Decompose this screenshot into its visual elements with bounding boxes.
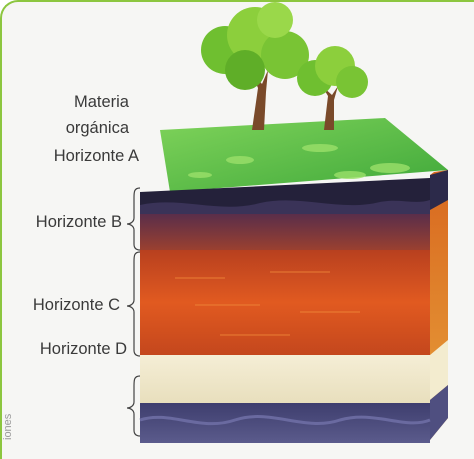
label-horizonte-a: Horizonte A	[53, 147, 139, 165]
brace-horizonte-d	[126, 375, 141, 437]
brace-horizonte-c	[126, 251, 141, 357]
side-rock	[430, 385, 448, 440]
horizon-d-sand-layer	[140, 355, 430, 403]
side-text: iones	[2, 413, 14, 440]
bedrock-wave	[139, 415, 431, 426]
horizon-b-layer	[140, 214, 430, 250]
horizon-c-layer	[140, 250, 430, 355]
horizon-c-texture	[175, 271, 360, 336]
brace-horizonte-b	[126, 187, 141, 251]
label-horizonte-d: Horizonte D	[39, 340, 127, 358]
tree-large	[201, 2, 309, 130]
label-materia-line2: orgánica	[65, 119, 129, 137]
side-sand	[430, 340, 448, 400]
bedrock-layer	[140, 403, 430, 443]
humus-wave	[140, 200, 430, 216]
grass-top-surface	[160, 118, 448, 192]
grass-tufts	[188, 144, 410, 179]
tree-small	[297, 46, 368, 130]
side-humus	[430, 170, 448, 210]
label-horizonte-b: Horizonte B	[35, 213, 122, 231]
label-horizonte-c: Horizonte C	[32, 296, 120, 314]
humus-layer	[140, 178, 430, 212]
label-materia-line1: Materia	[73, 93, 129, 111]
